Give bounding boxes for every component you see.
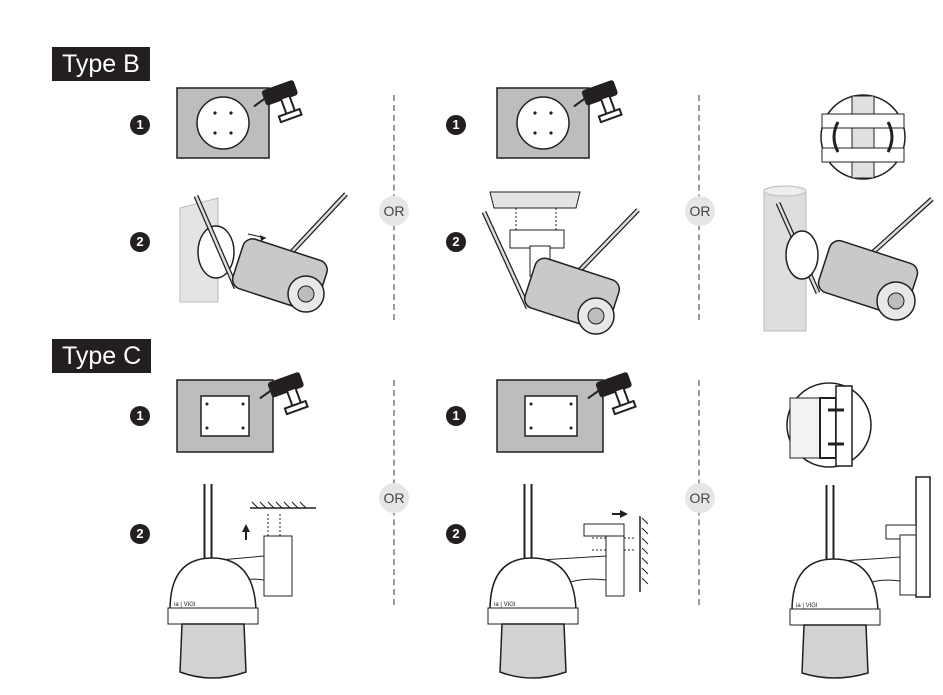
- or-badge-c-2: OR: [685, 483, 715, 513]
- ptz-camera-ceiling-mount-illustration: ia | VIGI: [167, 484, 316, 679]
- ceiling-drilling-illustration: [496, 80, 623, 159]
- step-number-c-col1-1: 1: [130, 406, 150, 426]
- step-number-b-col2-1: 1: [446, 115, 466, 135]
- svg-text:ia | VIGI: ia | VIGI: [796, 603, 818, 609]
- wall-drilling-illustration: [176, 80, 303, 159]
- drill-icon: [253, 80, 303, 124]
- step-number-b-col1-1: 1: [130, 115, 150, 135]
- bullet-camera-wall-mount-illustration: [179, 192, 348, 313]
- bullet-camera-ceiling-mount-illustration: [481, 191, 640, 335]
- wall-bracket-drilling-illustration: [496, 372, 637, 453]
- pole-bracket-detail-illustration: [786, 382, 872, 468]
- svg-text:ia | VIGI: ia | VIGI: [494, 602, 516, 608]
- or-badge-c-1: OR: [379, 483, 409, 513]
- pole-strap-detail-illustration: [820, 94, 906, 180]
- step-number-b-col1-2: 2: [130, 232, 150, 252]
- step-number-c-col2-1: 1: [446, 406, 466, 426]
- or-badge-b-2: OR: [685, 196, 715, 226]
- type-b-label: Type B: [52, 47, 150, 81]
- drill-icon: [587, 372, 637, 416]
- drill-icon: [573, 80, 623, 124]
- ptz-camera-wall-mount-illustration: ia | VIGI: [487, 484, 649, 679]
- svg-text:ia | VIGI: ia | VIGI: [174, 602, 196, 608]
- bullet-camera-pole-mount-illustration: [763, 185, 934, 332]
- or-badge-b-1: OR: [379, 196, 409, 226]
- step-number-c-col2-2: 2: [446, 524, 466, 544]
- drill-icon: [259, 372, 309, 416]
- ceiling-bracket-drilling-illustration: [176, 372, 309, 453]
- ptz-camera-pole-mount-illustration: ia | VIGI: [789, 476, 931, 679]
- step-number-c-col1-2: 2: [130, 524, 150, 544]
- type-c-label: Type C: [52, 339, 152, 373]
- step-number-b-col2-2: 2: [446, 232, 466, 252]
